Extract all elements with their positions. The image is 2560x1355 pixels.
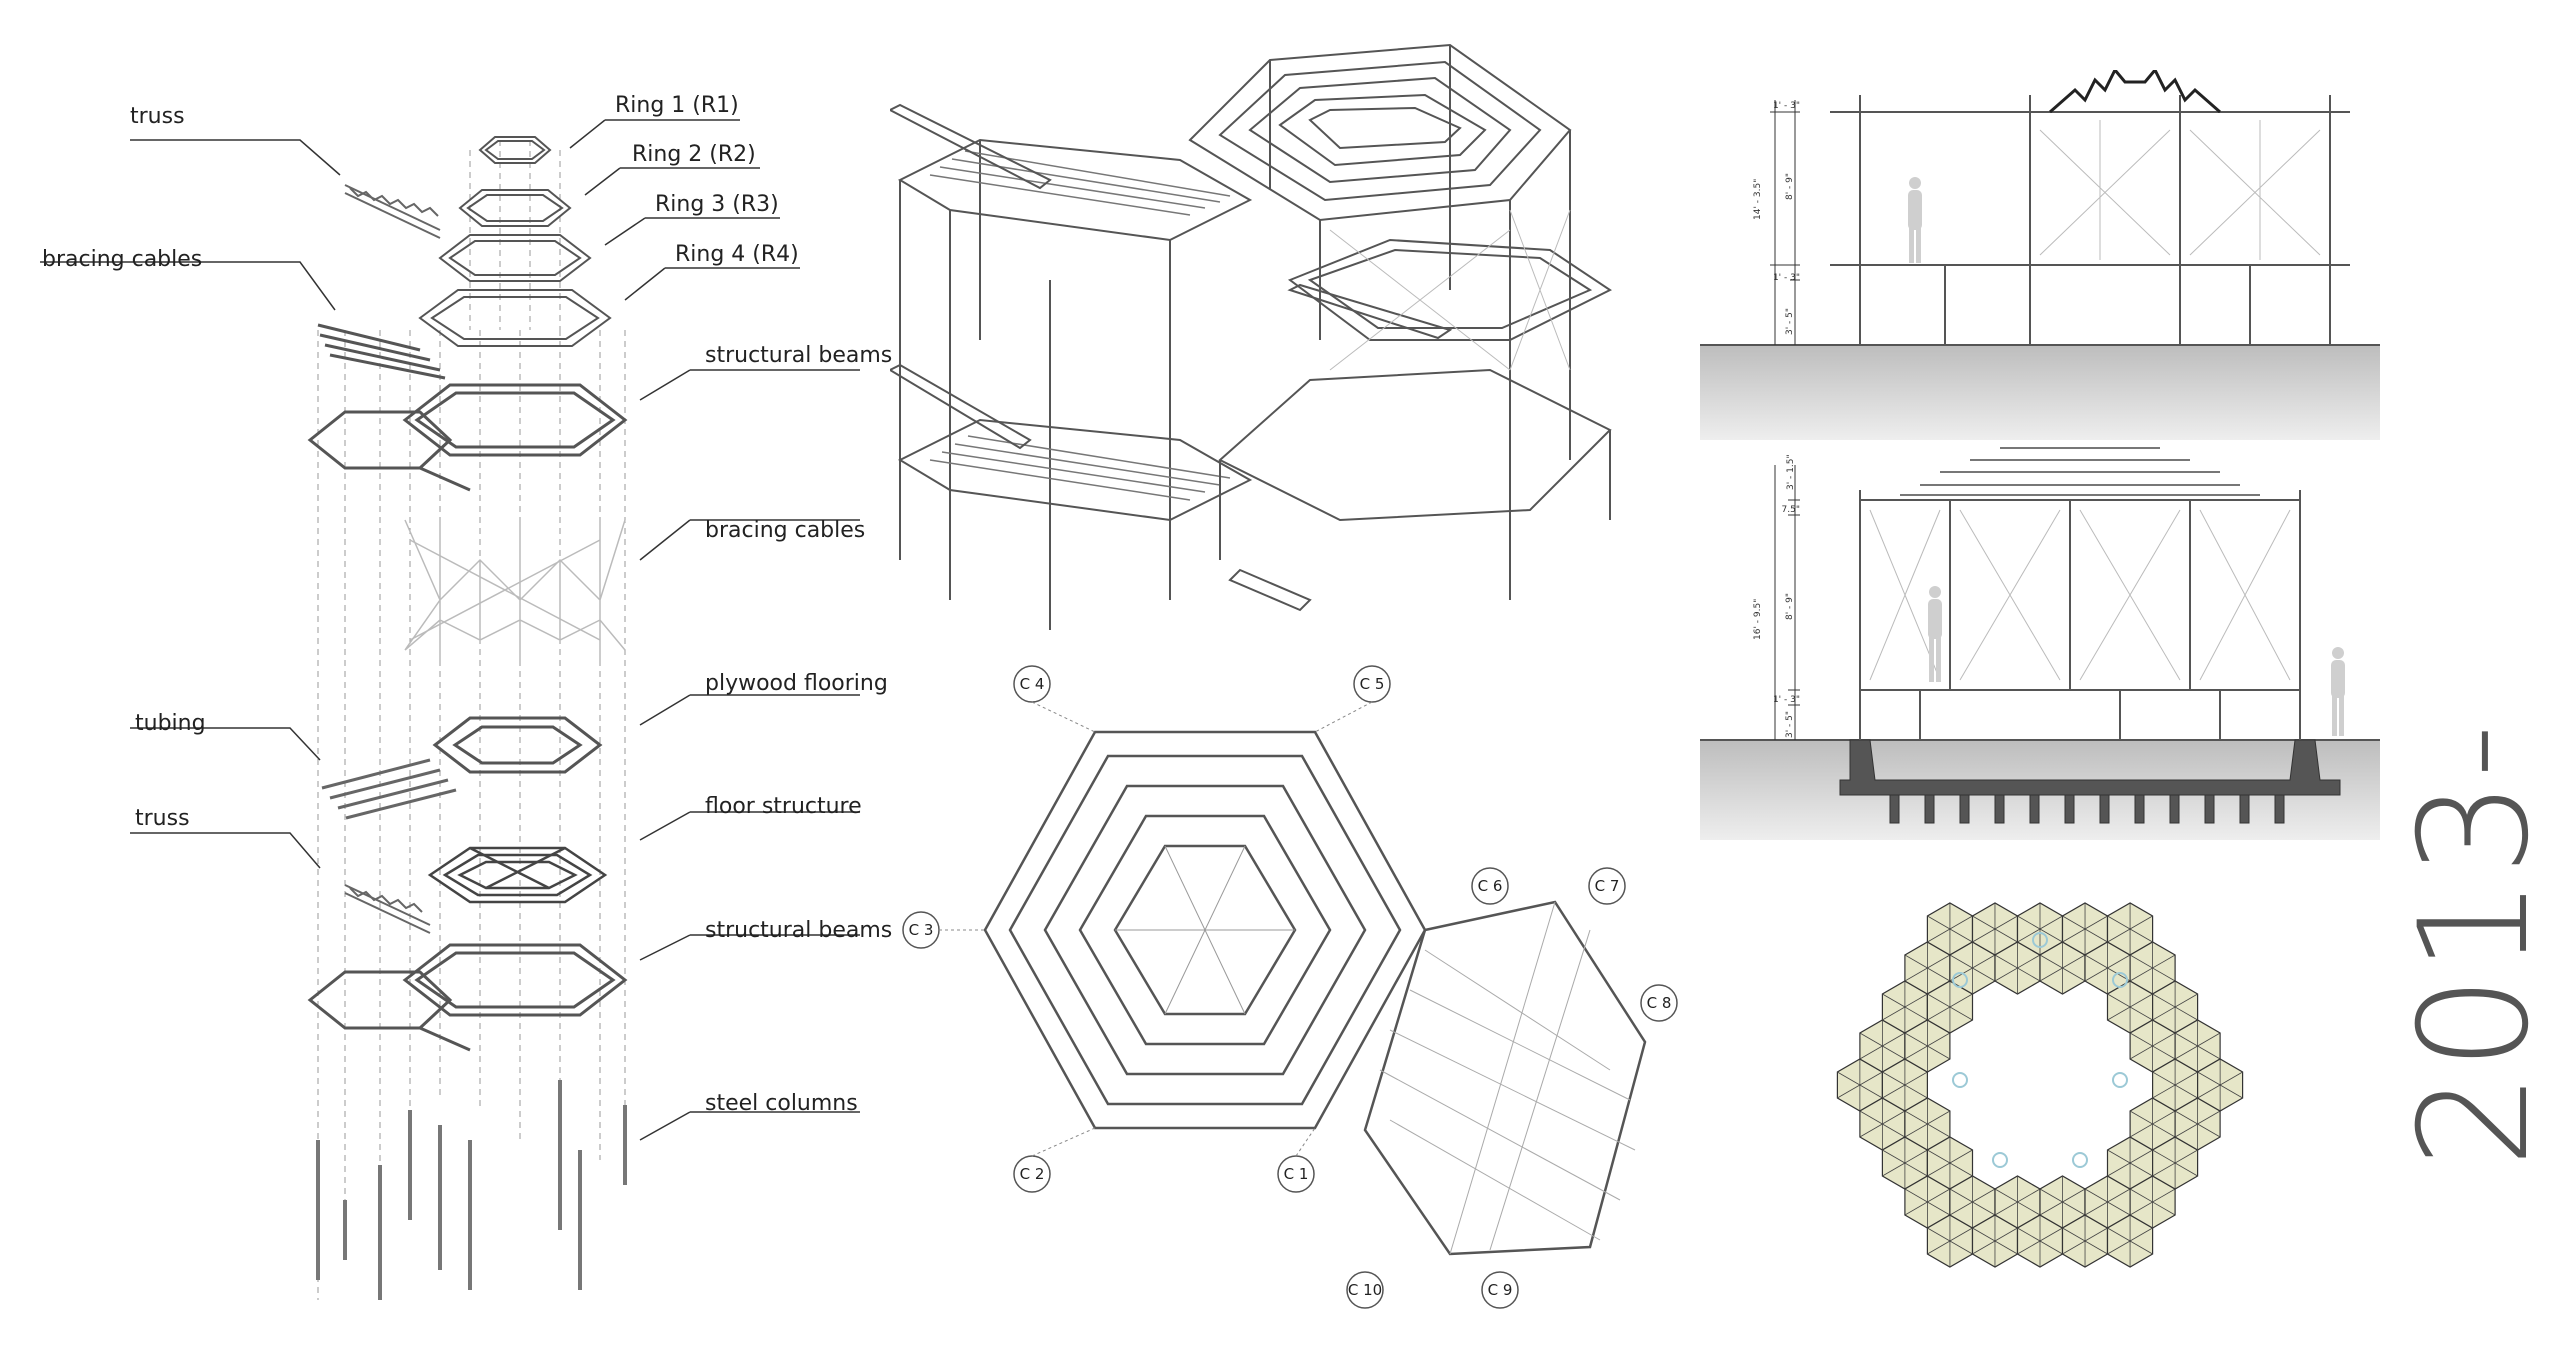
label-bracing-cables-right: bracing cables — [705, 518, 865, 543]
label-tubing: tubing — [135, 711, 206, 736]
section-elevation-2: 3' - 1.5" 7.5" 16' - 9.5" 8' - 9" 1' - 3… — [1700, 440, 2380, 840]
ring-1 — [478, 136, 552, 164]
perspective-drawing — [887, 40, 1710, 640]
column-label-c1: C 1 — [1284, 1165, 1309, 1183]
section-elevation-1: 1' - 3" 14' - 3.5" 8' - 9" 1' - 3" 3' - … — [1700, 67, 2380, 440]
hex-tile — [1994, 941, 2041, 995]
label-ring-2: Ring 2 (R2) — [632, 142, 756, 167]
hex-tile — [1949, 941, 1996, 995]
dim-base-2: 3' - 5" — [1785, 711, 1795, 738]
dim-mid: 8' - 9" — [1785, 173, 1795, 200]
hex-tile — [1904, 1175, 1951, 1229]
label-steel-columns: steel columns — [705, 1091, 858, 1116]
label-structural-beams-bottom: structural beams — [705, 918, 892, 943]
year-label: 2013-2014 — [2388, 722, 2560, 1168]
hex-tile — [2129, 941, 2176, 995]
column-marker — [1952, 972, 1968, 988]
person-silhouette — [1908, 177, 1922, 263]
dim-ring-height: 3' - 1.5" — [1786, 454, 1796, 490]
column-marker — [1992, 1152, 2008, 1168]
hex-tile — [2106, 1214, 2154, 1268]
truss-bottom-drawing — [344, 884, 431, 934]
steel-columns-drawing — [316, 1080, 627, 1300]
label-truss-top: truss — [130, 104, 185, 129]
label-ring-4: Ring 4 (R4) — [675, 242, 799, 267]
hex-tile — [2106, 902, 2154, 956]
label-floor-structure: floor structure — [705, 794, 862, 819]
column-label-c5: C 5 — [1360, 675, 1385, 693]
person-silhouette-right — [2331, 647, 2345, 736]
dim-total: 14' - 3.5" — [1753, 179, 1763, 220]
hex-tile — [2084, 941, 2131, 995]
column-label-c9: C 9 — [1488, 1281, 1513, 1299]
structural-beams-bottom-drawing — [307, 943, 628, 1052]
label-ring-1: Ring 1 (R1) — [615, 93, 739, 118]
structural-beams-top-drawing — [307, 383, 628, 492]
hex-tile — [2061, 1214, 2109, 1268]
hex-tile — [2197, 1058, 2244, 1112]
column-marker — [1952, 1072, 1968, 1088]
floor-plan: C 4 C 5 C 3 C 6 C 7 C 8 C 2 C 1 C 10 C 9 — [890, 650, 1710, 1350]
column-label-c7: C 7 — [1595, 877, 1620, 895]
ring-4 — [418, 289, 612, 347]
dim-floor-2: 1' - 3" — [1773, 695, 1800, 705]
dim-floor: 1' - 3" — [1773, 273, 1800, 283]
hex-tile — [2016, 1214, 2064, 1268]
dim-top: 1' - 3" — [1773, 101, 1800, 111]
plywood-flooring-drawing — [432, 716, 603, 774]
column-label-c6: C 6 — [1478, 877, 1503, 895]
bracing-cables-mid-drawing — [404, 519, 626, 660]
column-label-c2: C 2 — [1020, 1165, 1045, 1183]
exploded-axonometric: truss bracing cables Ring 1 (R1) Ring 2 … — [0, 0, 900, 1351]
truss-top-drawing — [344, 184, 441, 239]
hex-tile — [2152, 980, 2199, 1034]
dim-mid-2: 8' - 9" — [1785, 593, 1795, 620]
floor-structure-drawing — [427, 846, 608, 904]
column-marker — [2112, 972, 2128, 988]
hex-tile — [1926, 1136, 1974, 1190]
label-plywood-flooring: plywood flooring — [705, 671, 888, 696]
label-bracing-cables-left: bracing cables — [42, 247, 202, 272]
column-label-c10: C 10 — [1348, 1281, 1382, 1299]
ring-2 — [458, 189, 572, 227]
ring-3 — [438, 234, 592, 282]
label-truss-bottom: truss — [135, 806, 190, 831]
hexagon-tile-pattern — [1760, 850, 2320, 1320]
column-marker — [2072, 1152, 2088, 1168]
label-structural-beams-top: structural beams — [705, 343, 892, 368]
year-text: 2013-2014 — [2380, 540, 2560, 1340]
bracing-cables-top-drawing — [317, 323, 446, 380]
dim-base: 3' - 5" — [1785, 308, 1795, 335]
column-marker — [2032, 932, 2048, 948]
column-marker — [2112, 1072, 2128, 1088]
column-label-c8: C 8 — [1647, 994, 1672, 1012]
tubing-drawing — [321, 758, 457, 820]
hex-tile — [2129, 1097, 2176, 1151]
hex-tile — [2084, 1175, 2131, 1229]
column-label-c3: C 3 — [909, 921, 934, 939]
column-label-c4: C 4 — [1020, 675, 1045, 693]
label-ring-3: Ring 3 (R3) — [655, 192, 779, 217]
person-silhouette-left — [1928, 586, 1942, 682]
dim-small: 7.5" — [1782, 505, 1800, 515]
dim-total-2: 16' - 9.5" — [1753, 599, 1763, 640]
